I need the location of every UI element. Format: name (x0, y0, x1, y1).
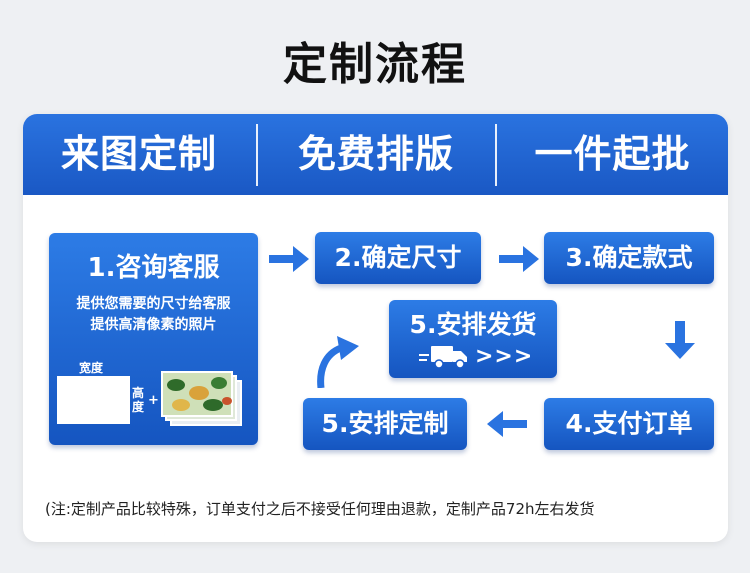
step-label: 5.安排发货 (409, 310, 537, 339)
curved-arrow-icon (317, 336, 359, 388)
truck-icon (419, 344, 469, 374)
step-pay-order: 4.支付订单 (544, 398, 714, 450)
banner-item-custom: 来图定制 (60, 132, 217, 176)
chevrons: >>> (475, 344, 534, 369)
step-confirm-size: 2.确定尺寸 (315, 232, 481, 284)
banner-item-free-layout: 免费排版 (297, 132, 454, 176)
width-label: 宽度 (79, 361, 104, 375)
step-label: 1.咨询客服 (87, 253, 220, 283)
photo-frame (57, 376, 130, 424)
step-confirm-style: 3.确定款式 (544, 232, 714, 284)
step-arrange-production: 5.安排定制 (303, 398, 467, 450)
arrow-down-icon (665, 321, 695, 359)
photo-sample-icon (161, 371, 243, 427)
page-title: 定制流程 (283, 39, 467, 90)
step-label: 2.确定尺寸 (334, 243, 462, 272)
step-consult-service: 1.咨询客服 提供您需要的尺寸给客服 提供高清像素的照片 宽度 高度 + (49, 233, 258, 445)
process-card: 来图定制 免费排版 一件起批 1.咨询客服 提供您需要的尺寸给客服 提供高清像素… (23, 114, 728, 542)
step-label: 3.确定款式 (565, 243, 693, 272)
step-desc: 提供您需要的尺寸给客服 (76, 296, 231, 312)
arrow-left-icon (487, 411, 527, 437)
feature-banner: 来图定制 免费排版 一件起批 (23, 114, 728, 195)
plus-sign: + (148, 393, 159, 408)
banner-divider (495, 124, 497, 186)
step-arrange-shipping: 5.安排发货 >>> (389, 300, 557, 378)
arrow-right-icon (499, 246, 539, 272)
disclaimer-note: (注:定制产品比较特殊，订单支付之后不接受任何理由退款，定制产品72h左右发货 (45, 500, 595, 518)
step-label: 4.支付订单 (565, 409, 693, 438)
height-label: 高度 (131, 386, 144, 414)
step-label: 5.安排定制 (321, 409, 449, 438)
step-desc: 提供高清像素的照片 (90, 317, 217, 333)
arrow-right-icon (269, 246, 309, 272)
banner-item-min-order: 一件起批 (534, 132, 691, 176)
banner-divider (256, 124, 258, 186)
